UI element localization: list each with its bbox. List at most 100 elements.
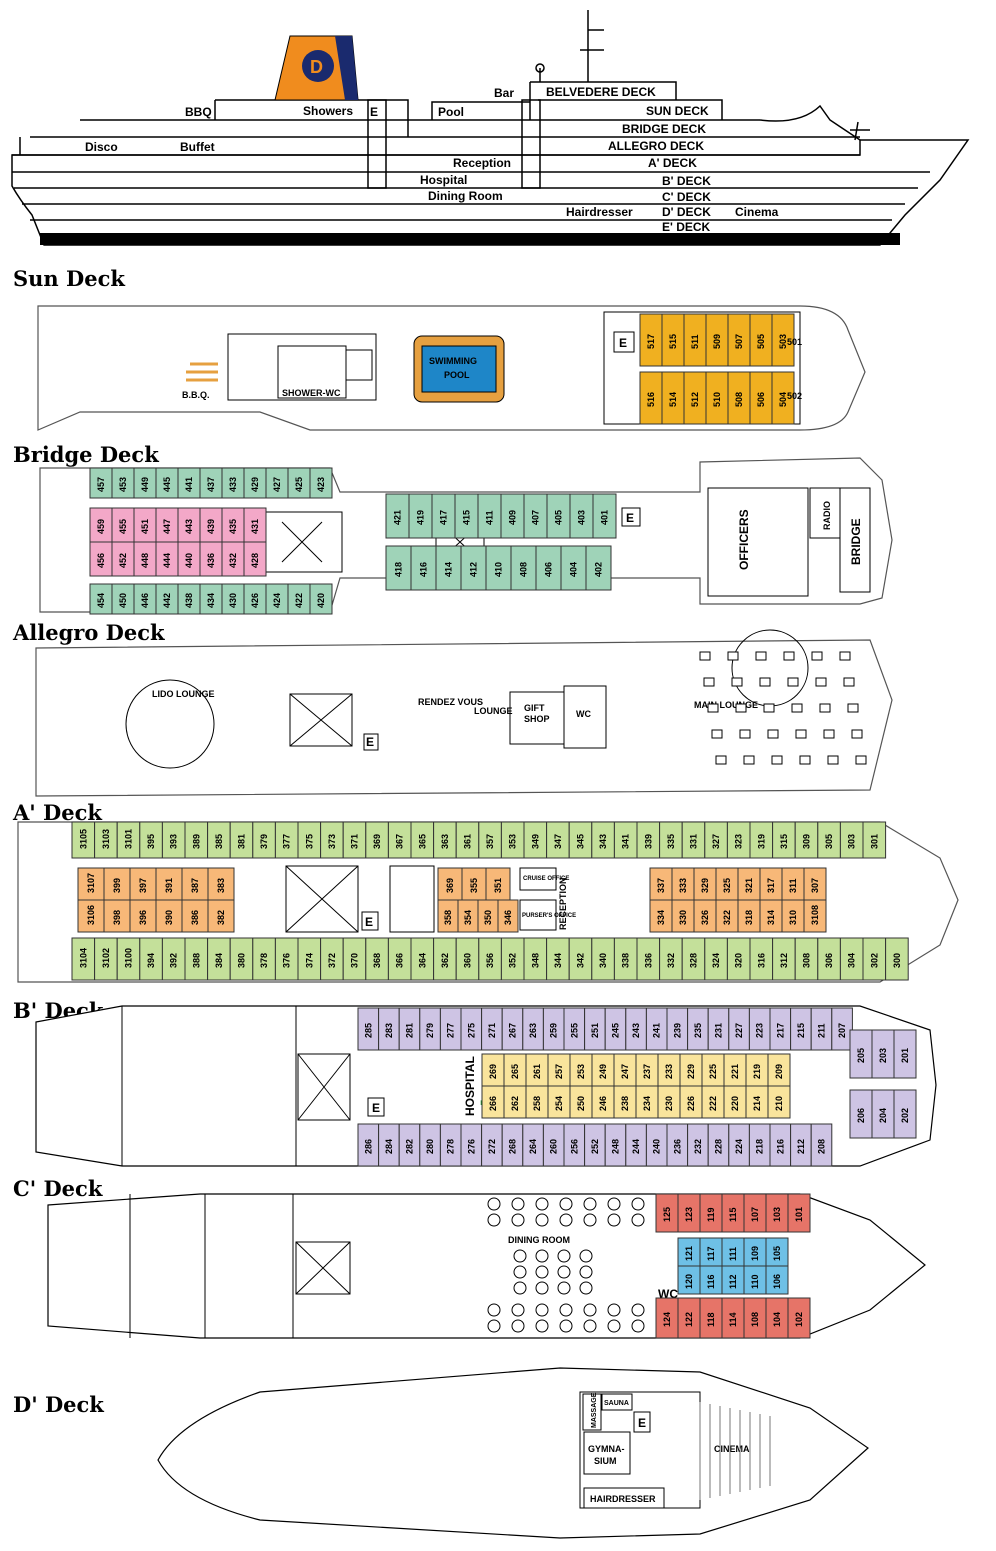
cabin-number: 102 <box>794 1312 804 1327</box>
cabin-number: 405 <box>554 510 564 525</box>
cabin-number: 440 <box>184 553 194 568</box>
cabin-number: 406 <box>544 562 554 577</box>
cabin-number: 516 <box>646 392 656 407</box>
cabin-number: 353 <box>508 834 518 849</box>
cabin-number: 420 <box>316 593 326 608</box>
allegro-elevator: E <box>366 735 374 749</box>
cabin-number: 315 <box>779 834 789 849</box>
lounge-seat <box>855 755 867 765</box>
cabin-number: 350 <box>483 910 493 925</box>
cabin-383 <box>207 867 235 901</box>
cabin-number: 272 <box>487 1139 497 1154</box>
lounge-seat <box>851 729 863 739</box>
dining-table <box>559 1319 573 1333</box>
cabin-number: 109 <box>750 1246 760 1261</box>
cabin-number: 112 <box>728 1274 738 1289</box>
b-elevator: E <box>372 1101 380 1115</box>
hull <box>11 139 970 246</box>
cabin-number: 282 <box>405 1139 415 1154</box>
lounge-seat <box>839 651 851 661</box>
profile-hairdresser-label: Hairdresser <box>566 205 633 219</box>
cabin-number: 503 <box>778 334 788 349</box>
cabin-number: 505 <box>756 334 766 349</box>
cabin-number: 340 <box>598 953 608 968</box>
cabin-301 <box>862 821 887 859</box>
cabin-number: 229 <box>686 1064 696 1079</box>
cabin-number: 504 <box>778 392 788 407</box>
cabin-number: 251 <box>590 1023 600 1038</box>
cabin-number: 447 <box>162 519 172 534</box>
b-deck-plan: E HOSPITAL ✚ 285283281279277275271267263… <box>35 1005 937 1167</box>
cabin-number: 368 <box>372 953 382 968</box>
cabin-number: 427 <box>272 477 282 492</box>
cabin-number: 444 <box>162 553 172 568</box>
cabin-number: 275 <box>466 1023 476 1038</box>
allegro-gift-line1: GIFT <box>524 703 545 713</box>
cabin-402 <box>585 545 612 591</box>
cabin-number: 417 <box>439 510 449 525</box>
cabin-number: 508 <box>734 392 744 407</box>
cabin-number: 385 <box>214 834 224 849</box>
cabin-number: 3107 <box>86 873 96 893</box>
cabin-number: 398 <box>112 910 122 925</box>
cabin-number: 449 <box>140 477 150 492</box>
dining-table <box>511 1303 525 1317</box>
profile-deck-belvedere: BELVEDERE DECK <box>546 85 656 99</box>
cabin-number: 105 <box>772 1246 782 1261</box>
cabin-number: 342 <box>576 953 586 968</box>
allegro-deck-title: Allegro Deck <box>13 620 165 645</box>
sun-suite-501: 501 <box>787 337 802 347</box>
a-cruise-office: CRUISE OFFICE <box>523 876 569 882</box>
cabin-number: 228 <box>714 1139 724 1154</box>
cabin-number: 321 <box>744 878 754 893</box>
cabin-number: 107 <box>750 1207 760 1222</box>
cabin-number: 267 <box>508 1023 518 1038</box>
cabin-number: 256 <box>569 1139 579 1154</box>
cabin-300 <box>885 937 909 981</box>
dining-table <box>513 1281 527 1295</box>
cabin-number: 393 <box>169 834 179 849</box>
cabin-number: 423 <box>316 477 326 492</box>
cabin-number: 254 <box>554 1096 564 1111</box>
dining-table <box>579 1265 593 1279</box>
cabin-number: 238 <box>620 1096 630 1111</box>
cabin-number: 218 <box>755 1139 765 1154</box>
profile-elevator-label: E <box>370 105 378 119</box>
dining-table <box>631 1213 645 1227</box>
cabin-number: 421 <box>393 510 403 525</box>
cabin-number: 253 <box>576 1064 586 1079</box>
profile-bbq-label: BBQ <box>185 105 212 119</box>
allegro-wc-label: WC <box>576 709 591 719</box>
d-deck-title: D' Deck <box>13 1392 104 1417</box>
dining-table <box>559 1303 573 1317</box>
lounge-seat <box>735 703 747 713</box>
cabin-number: 305 <box>824 834 834 849</box>
allegro-rendez-label: RENDEZ VOUS <box>418 697 483 707</box>
cabin-number: 365 <box>417 834 427 849</box>
lounge-seat <box>847 703 859 713</box>
cabin-number: 410 <box>494 562 504 577</box>
cabin-number: 436 <box>206 553 216 568</box>
cabin-number: 247 <box>620 1064 630 1079</box>
cabin-number: 250 <box>576 1096 586 1111</box>
d-elevator: E <box>638 1416 646 1430</box>
cabin-number: 259 <box>549 1023 559 1038</box>
cabin-number: 224 <box>734 1139 744 1154</box>
cabin-number: 345 <box>576 834 586 849</box>
cabin-number: 369 <box>372 834 382 849</box>
cabin-number: 392 <box>169 953 179 968</box>
cabin-number: 337 <box>656 878 666 893</box>
cabin-number: 456 <box>96 553 106 568</box>
cabin-number: 374 <box>304 953 314 968</box>
cabin-number: 386 <box>190 910 200 925</box>
cabin-number: 347 <box>553 834 563 849</box>
cabin-number: 278 <box>446 1139 456 1154</box>
cabin-number: 351 <box>493 878 503 893</box>
cabin-number: 320 <box>734 953 744 968</box>
dining-table <box>631 1319 645 1333</box>
cabin-number: 118 <box>706 1312 716 1327</box>
cabin-3107 <box>77 867 105 901</box>
allegro-deck-plan: E LIDO LOUNGE RENDEZ VOUS LOUNGE GIFT SH… <box>35 629 893 797</box>
cabin-number: 323 <box>734 834 744 849</box>
cabin-102 <box>787 1297 811 1339</box>
